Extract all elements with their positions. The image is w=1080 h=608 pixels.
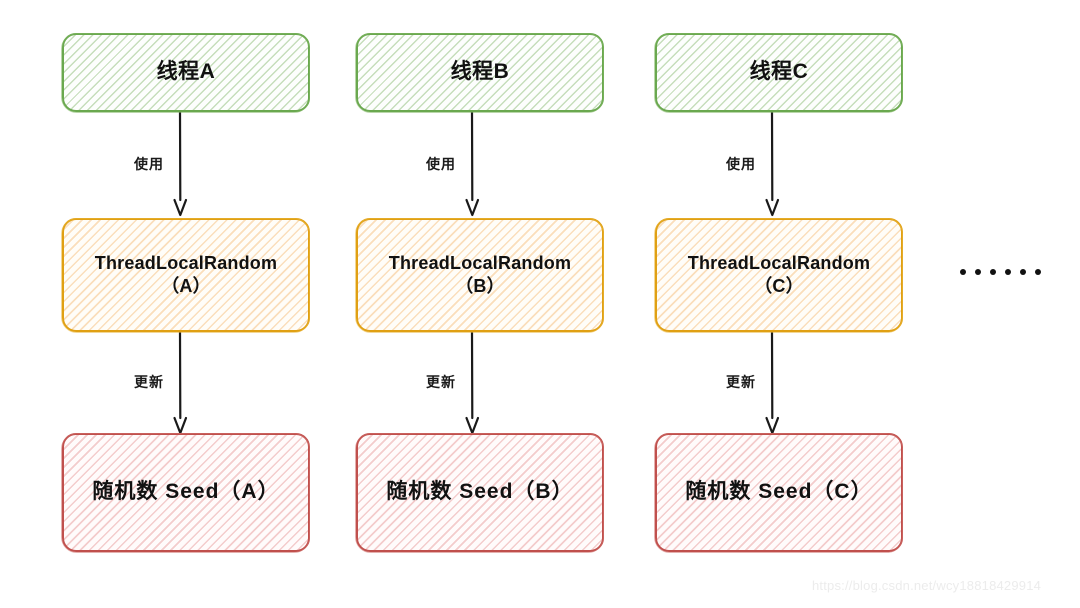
- arrow-use-c: [762, 110, 782, 218]
- threadlocalrandom-box-a[interactable]: ThreadLocalRandom （A）: [61, 218, 310, 333]
- arrow-update-c: [762, 330, 782, 436]
- arrow-update-a-label: 更新: [134, 375, 164, 391]
- thread-box-c-label: 线程C: [749, 60, 809, 84]
- arrow-use-a: [170, 110, 190, 218]
- threadlocalrandom-box-c[interactable]: ThreadLocalRandom （C）: [654, 218, 903, 333]
- seed-box-a[interactable]: 随机数 Seed（A）: [61, 433, 310, 553]
- arrow-update-a: [170, 330, 190, 436]
- ellipsis-dot: [1005, 269, 1011, 275]
- thread-box-a[interactable]: 线程A: [61, 33, 310, 113]
- thread-box-b-label: 线程B: [450, 60, 510, 84]
- threadlocalrandom-box-c-label: ThreadLocalRandom （C）: [687, 252, 871, 296]
- ellipsis-dot: [990, 269, 996, 275]
- arrow-update-b-label: 更新: [426, 375, 456, 391]
- seed-box-b[interactable]: 随机数 Seed（B）: [355, 433, 604, 553]
- thread-box-a-label: 线程A: [156, 60, 216, 84]
- arrow-use-c-label: 使用: [726, 157, 756, 173]
- arrow-use-a-label: 使用: [134, 157, 164, 173]
- ellipsis-dot: [960, 269, 966, 275]
- more-columns-ellipsis: [960, 269, 1041, 275]
- thread-box-b[interactable]: 线程B: [355, 33, 604, 113]
- seed-box-b-label: 随机数 Seed（B）: [386, 480, 574, 504]
- threadlocalrandom-box-b[interactable]: ThreadLocalRandom （B）: [355, 218, 604, 333]
- arrow-use-b-label: 使用: [426, 157, 456, 173]
- watermark: https://blog.csdn.net/wcy18818429914: [812, 578, 1042, 593]
- ellipsis-dot: [1020, 269, 1026, 275]
- seed-box-c-label: 随机数 Seed（C）: [685, 480, 873, 504]
- arrow-use-b: [462, 110, 482, 218]
- arrow-update-c-label: 更新: [726, 375, 756, 391]
- ellipsis-dot: [1035, 269, 1041, 275]
- seed-box-a-label: 随机数 Seed（A）: [92, 480, 280, 504]
- seed-box-c[interactable]: 随机数 Seed（C）: [654, 433, 903, 553]
- threadlocalrandom-box-a-label: ThreadLocalRandom （A）: [94, 252, 278, 296]
- threadlocalrandom-box-b-label: ThreadLocalRandom （B）: [388, 252, 572, 296]
- arrow-update-b: [462, 330, 482, 436]
- thread-box-c[interactable]: 线程C: [654, 33, 903, 113]
- ellipsis-dot: [975, 269, 981, 275]
